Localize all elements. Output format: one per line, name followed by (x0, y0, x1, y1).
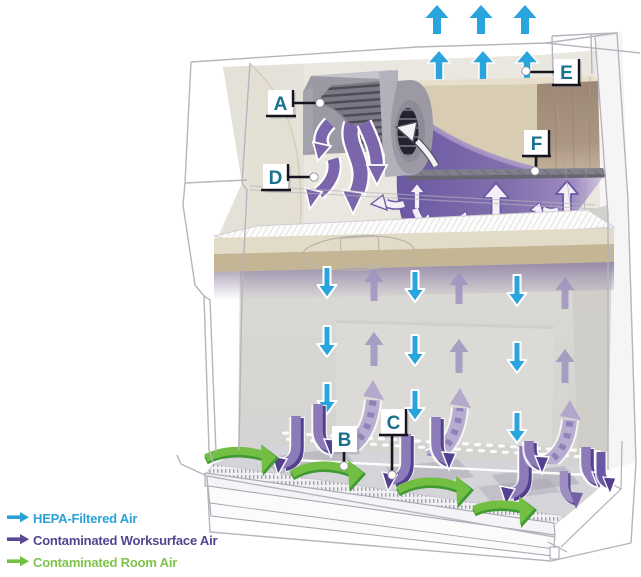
svg-text:E: E (560, 63, 573, 84)
svg-text:HEPA-Filtered Air: HEPA-Filtered Air (33, 511, 137, 526)
svg-text:F: F (531, 134, 543, 155)
svg-text:Contaminated Room Air: Contaminated Room Air (33, 555, 177, 570)
svg-text:D: D (269, 168, 283, 189)
svg-text:A: A (274, 94, 288, 115)
svg-text:C: C (387, 413, 401, 434)
svg-text:B: B (338, 430, 352, 451)
svg-text:Contaminated Worksurface Air: Contaminated Worksurface Air (33, 533, 218, 548)
